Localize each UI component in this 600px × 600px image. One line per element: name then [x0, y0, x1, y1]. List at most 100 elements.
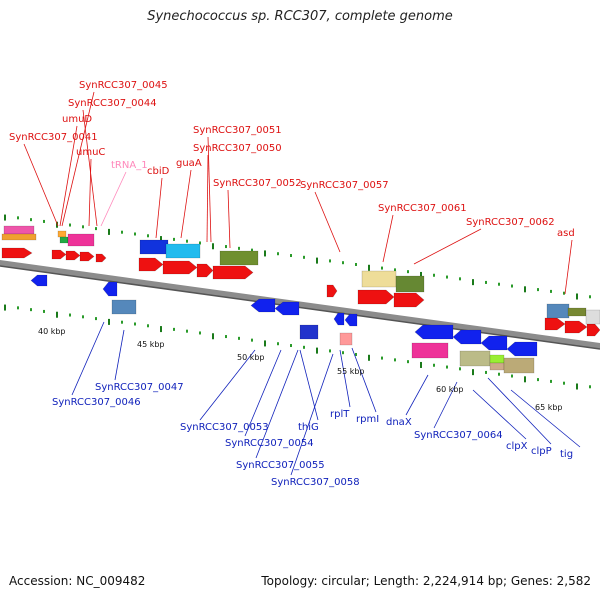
accession-label: Accession: NC_009482 [9, 574, 146, 588]
tick-mark-lower [576, 383, 578, 390]
leader-line [299, 349, 319, 421]
reverse-cds-arrow [333, 312, 345, 326]
scale-label: 65 kbp [535, 403, 563, 412]
leader-line [114, 329, 125, 381]
tick-mark-upper [355, 262, 357, 266]
gene-label-forward: SynRCC307_0050 [193, 143, 282, 154]
tick-mark-upper [420, 271, 422, 278]
feature-block [489, 362, 505, 371]
tick-mark-upper [446, 275, 448, 279]
tick-mark-upper [407, 270, 409, 274]
leader-line [255, 349, 299, 459]
feature-block [361, 270, 397, 288]
tick-mark-upper [524, 286, 526, 293]
tick-mark-upper [17, 216, 19, 220]
tick-mark-lower [108, 318, 110, 325]
leader-line [244, 349, 282, 437]
tick-mark-upper [30, 218, 32, 222]
tick-mark-upper [368, 264, 370, 271]
gene-label-forward: SynRCC307_0041 [9, 132, 98, 143]
forward-cds-arrow [326, 284, 338, 298]
leader-line [71, 321, 105, 396]
reverse-cds-arrow [506, 341, 538, 357]
tick-mark-lower [199, 331, 201, 335]
feature-block [459, 350, 491, 367]
forward-cds-arrow [196, 263, 214, 278]
reverse-cds-arrow [250, 298, 276, 313]
leader-line [61, 91, 95, 227]
tick-mark-lower [160, 326, 162, 333]
tick-mark-lower [524, 376, 526, 383]
feature-block [299, 324, 319, 340]
tick-mark-lower [368, 354, 370, 361]
tick-mark-upper [485, 280, 487, 284]
tick-mark-lower [472, 369, 474, 376]
tick-mark-lower [173, 327, 175, 331]
reverse-cds-arrow [344, 313, 358, 327]
feature-block [339, 332, 353, 346]
forward-cds-arrow [79, 251, 95, 262]
tick-mark-upper [69, 223, 71, 227]
scale-label: 60 kbp [436, 385, 464, 394]
tick-mark-upper [147, 234, 149, 238]
tick-mark-lower [277, 342, 279, 346]
tick-mark-lower [394, 358, 396, 362]
forward-cds-arrow [51, 249, 67, 260]
label-leader-lines [23, 91, 581, 476]
tick-mark-upper [563, 291, 565, 295]
forward-cds-arrow [357, 289, 395, 305]
tick-mark-upper [173, 237, 175, 241]
tick-mark-upper [589, 295, 591, 299]
tick-mark-lower [498, 372, 500, 376]
tick-mark-lower [69, 313, 71, 317]
leader-line [510, 389, 581, 448]
tick-mark-upper [381, 266, 383, 270]
gene-label-reverse: SynRCC307_0054 [225, 438, 314, 449]
gene-label-forward: asd [557, 228, 575, 239]
feature-block [395, 275, 425, 293]
tick-mark-lower [550, 379, 552, 383]
tick-mark-upper [537, 288, 539, 292]
tick-mark-lower [264, 340, 266, 347]
tick-mark-upper [134, 232, 136, 236]
tick-mark-lower [433, 363, 435, 367]
tick-mark-lower [251, 338, 253, 342]
gene-label-reverse: rpmI [356, 414, 379, 425]
tick-mark-lower [485, 370, 487, 374]
gene-label-forward: cbiD [147, 166, 170, 177]
feature-block [585, 309, 600, 325]
gene-label-reverse: SynRCC307_0047 [95, 382, 184, 393]
tick-mark-upper [121, 230, 123, 234]
tick-marks [4, 214, 591, 390]
gene-label-forward: SynRCC307_0052 [213, 178, 302, 189]
tick-mark-lower [212, 333, 214, 340]
leader-line [487, 377, 552, 445]
feature-block [411, 342, 449, 359]
tick-mark-lower [342, 351, 344, 355]
tick-mark-upper [160, 236, 162, 243]
tick-mark-lower [95, 317, 97, 321]
tick-mark-upper [199, 241, 201, 245]
tick-mark-upper [459, 277, 461, 281]
genome-title: Synechococcus sp. RCC307, complete genom… [147, 9, 453, 24]
tick-mark-lower [355, 352, 357, 356]
tick-mark-upper [4, 214, 6, 221]
leader-line [351, 347, 377, 413]
leader-line [227, 189, 231, 249]
scale-label: 40 kbp [38, 327, 66, 336]
forward-cds-arrow [95, 253, 107, 263]
gene-label-reverse: SynRCC307_0046 [52, 397, 141, 408]
gene-label-reverse: SynRCC307_0058 [271, 477, 360, 488]
tick-mark-lower [563, 381, 565, 385]
leader-line [433, 381, 458, 429]
feature-block [57, 230, 67, 238]
tick-mark-upper [264, 250, 266, 257]
gene-label-forward: guaA [176, 158, 202, 169]
tick-mark-upper [186, 239, 188, 243]
gene-label-forward: SynRCC307_0057 [300, 180, 389, 191]
leader-line [59, 125, 78, 227]
feature-block [111, 299, 137, 315]
leader-line [290, 353, 334, 476]
